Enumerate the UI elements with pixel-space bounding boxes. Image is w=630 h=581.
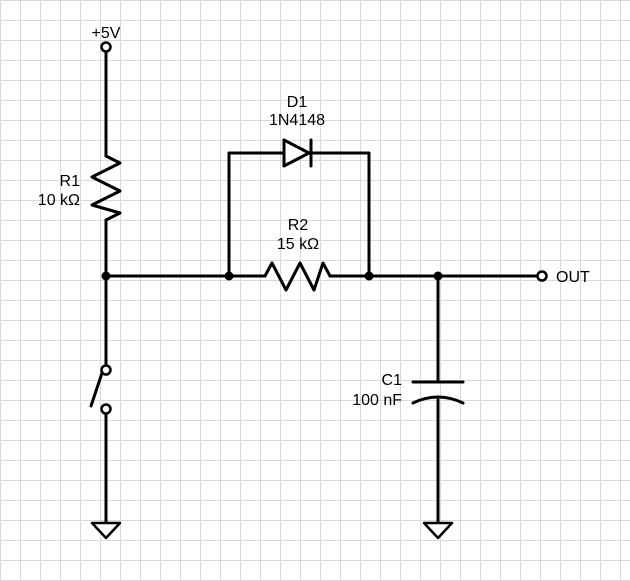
c1-ref-label: C1 <box>382 372 403 389</box>
ground-left-symbol <box>90 521 122 540</box>
d1-ref-label: D1 <box>287 94 308 111</box>
r1-value-label: 10 kΩ <box>38 192 80 209</box>
capacitor-bottom-plate <box>411 395 465 405</box>
switch-top-contact <box>100 364 112 376</box>
junctions <box>101 271 443 281</box>
ground-right-symbol <box>422 521 454 540</box>
junction-dot <box>101 271 111 281</box>
r2-ref-label: R2 <box>288 217 309 234</box>
wire-diode-left <box>227 151 286 278</box>
diode-d1: D1 1N4148 <box>269 94 325 168</box>
ground-left <box>90 521 122 540</box>
supply-terminal: +5V <box>92 25 121 53</box>
junction-dot <box>224 271 234 281</box>
switch-bottom-contact <box>100 403 112 415</box>
r1-ref-label: R1 <box>60 173 81 190</box>
d1-value-label: 1N4148 <box>269 112 325 129</box>
diode-triangle <box>282 138 311 168</box>
switch <box>89 364 112 415</box>
supply-label: +5V <box>92 25 121 42</box>
capacitor-c1: C1 100 nF <box>352 372 465 409</box>
switch-lever <box>89 371 104 408</box>
supply-terminal-circle <box>100 41 112 53</box>
resistor-r2: R2 15 kΩ <box>263 217 332 292</box>
resistor-r1: R1 10 kΩ <box>38 154 122 222</box>
junction-dot <box>364 271 374 281</box>
ground-right <box>422 521 454 540</box>
c1-value-label: 100 nF <box>352 392 402 409</box>
output-terminal: OUT <box>536 269 590 286</box>
junction-dot <box>433 271 443 281</box>
resistor-r1-zigzag <box>90 154 122 222</box>
wire-diode-right <box>310 151 371 278</box>
output-label: OUT <box>556 269 590 286</box>
r2-value-label: 15 kΩ <box>277 236 319 253</box>
resistor-r2-zigzag <box>263 261 332 292</box>
output-terminal-circle <box>536 270 548 282</box>
